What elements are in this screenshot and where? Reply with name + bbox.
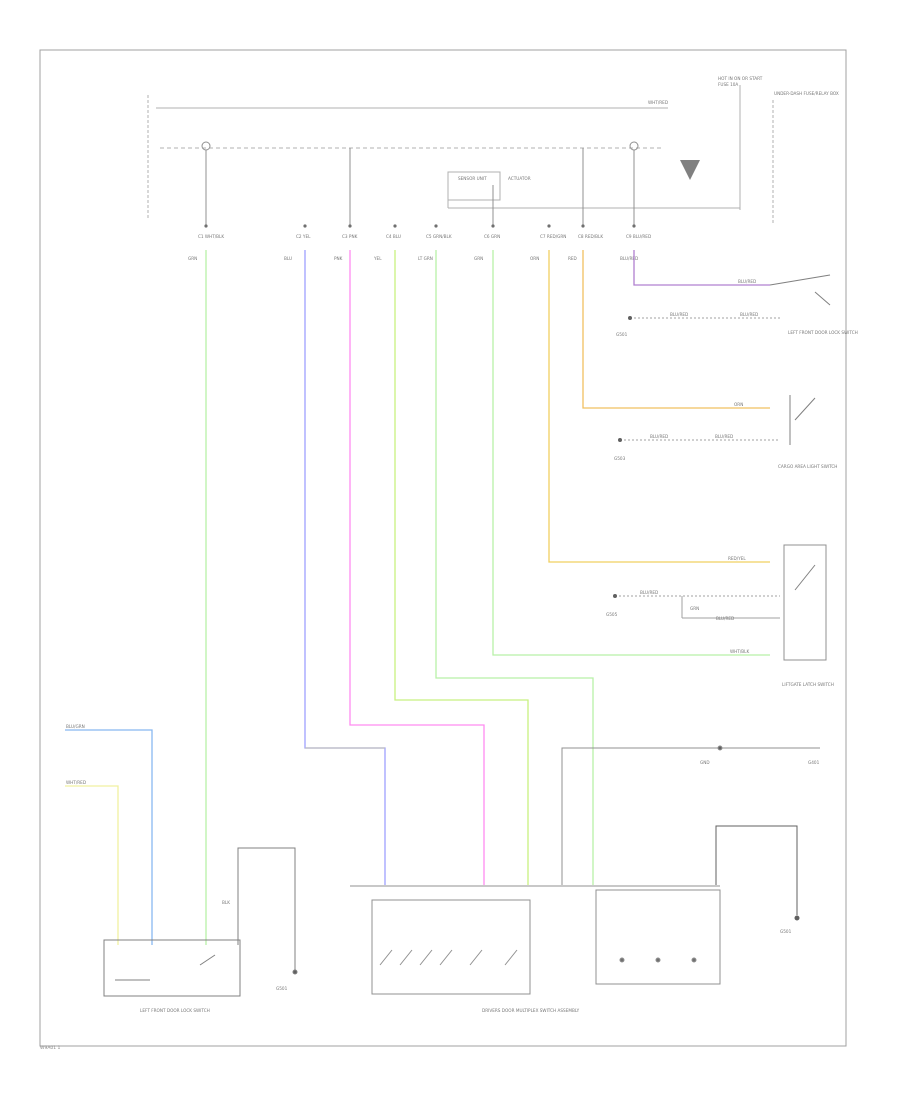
switch-2 bbox=[618, 395, 816, 445]
page-code: W9A01 1 bbox=[40, 1046, 61, 1051]
sw3-title: LIFTGATE LATCH SWITCH bbox=[782, 682, 834, 687]
connector-label: C8 RED/BLK bbox=[578, 234, 603, 239]
connector-labels: C1 WHT/BLK C2 YEL C3 PNK C4 BLU C5 GRN/B… bbox=[198, 234, 651, 239]
sw3-wire: BLU/RED bbox=[640, 590, 658, 595]
left-wire-2: WHT/RED bbox=[66, 780, 86, 785]
connector-label: C9 BLU/RED bbox=[626, 234, 651, 239]
wires bbox=[65, 250, 770, 945]
sw3-wire: RED/YEL bbox=[728, 556, 746, 561]
wire-label: PNK bbox=[334, 256, 343, 261]
bottom-right-box bbox=[715, 825, 800, 921]
sw2-wire: ORN bbox=[734, 402, 743, 407]
connector-wire-labels: GRN BLU PNK YEL LT GRN GRN ORN RED BLU/R… bbox=[188, 256, 638, 261]
wire-orange bbox=[582, 250, 770, 409]
wire-label: YEL bbox=[373, 256, 382, 261]
ground-right-label: GND bbox=[700, 760, 710, 765]
ground-mid-label: G501 bbox=[276, 986, 288, 991]
power-bus bbox=[147, 85, 774, 225]
connector-label: C4 BLU bbox=[386, 234, 401, 239]
wire-pale-yellow bbox=[65, 785, 119, 945]
under-dash-label: UNDER-DASH FUSE/RELAY BOX bbox=[774, 91, 839, 96]
ground-right-label-2: G401 bbox=[808, 760, 820, 765]
switch-3 bbox=[613, 544, 827, 661]
wire-pink bbox=[349, 250, 485, 885]
sw3-ground: G505 bbox=[606, 612, 618, 617]
actuator-label: ACTUATOR bbox=[508, 176, 531, 181]
left-switch-title: LEFT FRONT DOOR LOCK SWITCH bbox=[140, 1008, 210, 1013]
connector-label: C1 WHT/BLK bbox=[198, 234, 224, 239]
connector-label: C3 PNK bbox=[342, 234, 358, 239]
fuse-box-label: HOT IN ON OR START bbox=[718, 76, 763, 81]
wire-yellow-green-1 bbox=[394, 250, 529, 885]
sw2-ground: G503 bbox=[614, 456, 626, 461]
wire-light-blue bbox=[65, 729, 153, 945]
sw2-wire: BLU/RED bbox=[715, 434, 733, 439]
left-wire-1: BLU/GRN bbox=[66, 724, 85, 729]
left-lock-switch bbox=[103, 847, 298, 997]
fuse-box-label-2: FUSE 10A bbox=[718, 82, 738, 87]
connector-label: C7 RED/GRN bbox=[540, 234, 566, 239]
sw2-wire: BLU/RED bbox=[650, 434, 668, 439]
sw3-wire: GRN bbox=[690, 606, 699, 611]
connector-label: C6 GRN bbox=[484, 234, 500, 239]
wire-label: GRN bbox=[474, 256, 483, 261]
sw1-wire: BLU/RED bbox=[738, 279, 756, 284]
main-assembly-title: DRIVERS DOOR MULTIPLEX SWITCH ASSEMBLY bbox=[482, 1008, 580, 1013]
wire-label: GRN bbox=[188, 256, 197, 261]
sw1-wire: BLU/RED bbox=[670, 312, 688, 317]
wire-green-2 bbox=[492, 250, 770, 656]
switch-assembly bbox=[350, 885, 721, 995]
wire-label: ORN bbox=[530, 256, 539, 261]
connector-pins bbox=[204, 224, 636, 228]
sw1-title: LEFT FRONT DOOR LOCK SWITCH bbox=[788, 330, 858, 335]
bus-drops bbox=[205, 148, 635, 225]
wire-label: BLU/RED bbox=[620, 256, 638, 261]
sw1-wire: BLU/RED bbox=[740, 312, 758, 317]
connector-label: C5 GRN/BLK bbox=[426, 234, 452, 239]
wire-label: LT GRN bbox=[418, 256, 433, 261]
wire-yellow-green-2 bbox=[435, 250, 594, 885]
sensor-unit-label: SENSOR UNIT bbox=[458, 176, 487, 181]
ground-br-label: G501 bbox=[780, 929, 792, 934]
ground-right-wire bbox=[561, 745, 820, 885]
sw3-wire: WHT/BLK bbox=[730, 649, 749, 654]
sw2-title: CARGO AREA LIGHT SWITCH bbox=[778, 464, 837, 469]
gnd-mid-wire: BLK bbox=[222, 900, 230, 905]
wire-purple bbox=[633, 250, 770, 286]
sw1-ground: G501 bbox=[616, 332, 628, 337]
wire-label: RED bbox=[568, 256, 577, 261]
diagram-frame bbox=[39, 49, 847, 1047]
switch-1 bbox=[628, 274, 831, 320]
wire-label: BLU bbox=[284, 256, 292, 261]
wire-yellow bbox=[548, 250, 770, 563]
top-wire-label: WHT/RED bbox=[648, 100, 668, 105]
wire-blue bbox=[304, 250, 386, 885]
sw3-wire: BLU/RED bbox=[716, 616, 734, 621]
connector-label: C2 YEL bbox=[296, 234, 311, 239]
